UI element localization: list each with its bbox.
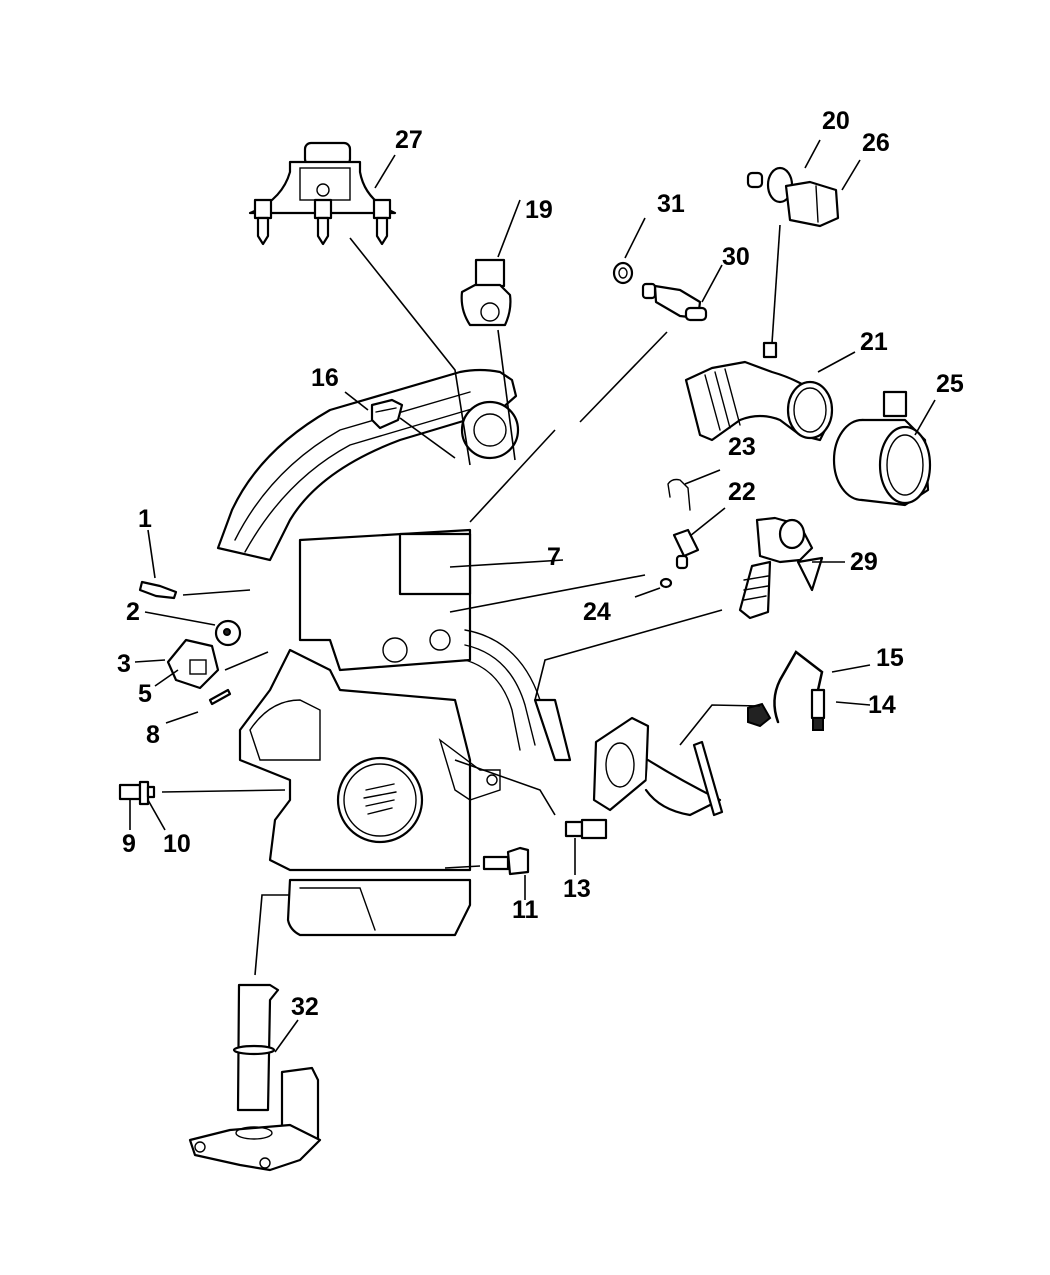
callout-3: 3 (117, 650, 131, 678)
part-16-map-sensor[interactable] (370, 398, 404, 430)
callout-13: 13 (563, 875, 591, 903)
callout-19: 19 (525, 196, 553, 224)
part-23-retaining-clip[interactable] (667, 478, 691, 511)
callout-25: 25 (936, 370, 964, 398)
engine-assembly (216, 368, 572, 937)
part-27-idle-air-control[interactable] (248, 141, 397, 246)
callout-2: 2 (126, 598, 140, 626)
callout-7: 7 (547, 543, 561, 571)
part-22-coolant-temp-sensor[interactable] (672, 528, 700, 570)
callout-31: 31 (657, 190, 685, 218)
part-25-mass-air-flow-sensor[interactable] (832, 390, 932, 507)
callout-22: 22 (728, 478, 756, 506)
part-29-temperature-sensor[interactable] (738, 516, 824, 620)
part-3-5-sensor-plate[interactable] (166, 638, 220, 690)
callout-20: 20 (822, 107, 850, 135)
part-15-oxygen-sensor[interactable] (747, 650, 824, 728)
part-26-connector[interactable] (784, 180, 840, 228)
callout-26: 26 (862, 129, 890, 157)
exhaust-flange (592, 716, 724, 817)
callout-14: 14 (868, 691, 896, 719)
leader-lines (129, 139, 936, 1053)
callout-29: 29 (850, 548, 878, 576)
part-24-o-ring[interactable] (659, 577, 673, 589)
callout-30: 30 (722, 243, 750, 271)
callout-32: 32 (291, 993, 319, 1021)
part-9-10-sensor[interactable] (118, 780, 156, 806)
callout-11: 11 (512, 896, 539, 924)
callout-23: 23 (728, 433, 756, 461)
callout-24: 24 (583, 598, 611, 626)
part-30-camshaft-sensor[interactable] (641, 282, 708, 322)
callout-27: 27 (395, 126, 423, 154)
part-1-sensor[interactable] (138, 580, 178, 600)
callout-21: 21 (860, 328, 888, 356)
callout-15: 15 (876, 644, 904, 672)
part-14-oxygen-sensor[interactable] (810, 688, 826, 731)
part-31-o-ring[interactable] (612, 261, 634, 285)
part-19-throttle-position-sensor[interactable] (460, 258, 512, 327)
part-13-knock-sensor[interactable] (564, 818, 608, 840)
callout-9: 9 (122, 830, 136, 858)
callout-5: 5 (138, 680, 152, 708)
part-21-air-inlet-hose[interactable] (684, 341, 834, 442)
callout-8: 8 (146, 721, 160, 749)
callout-10: 10 (163, 830, 191, 858)
part-11-crank-sensor[interactable] (482, 846, 530, 876)
callout-labels: 1 2 3 5 7 8 9 10 11 13 14 15 16 19 20 21… (117, 107, 964, 1021)
part-8-o-ring[interactable] (208, 688, 232, 706)
part-2-plug[interactable] (214, 619, 242, 647)
callout-1: 1 (138, 505, 152, 533)
part-32-oil-level-sensor[interactable] (188, 983, 322, 1172)
callout-16: 16 (311, 364, 339, 392)
part-20-air-temp-sensor[interactable] (746, 166, 794, 204)
